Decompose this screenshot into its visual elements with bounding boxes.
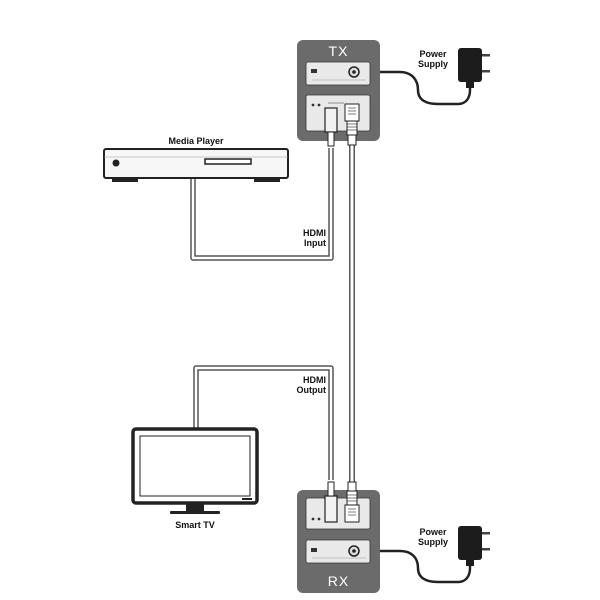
rx-label: RX [328,573,349,589]
hdmi-output-label-1: HDMI [303,375,326,385]
rx-front-panel [305,497,371,530]
power-cable-top [368,70,472,106]
power-adapter-top-icon [458,48,490,88]
power-adapter-bottom-icon [458,526,490,566]
hdmi-output-cable [193,365,334,480]
tx-rear-panel [305,61,371,86]
power-supply-top-label-1: Power [419,49,447,59]
tx-rj45-connector [344,103,360,122]
power-supply-bottom-label-2: Supply [418,537,448,547]
rx-unit: RX [297,481,380,593]
smart-tv-icon [131,427,259,514]
tx-label: TX [329,43,349,59]
tx-unit: TX [297,40,380,147]
power-supply-top-label-2: Supply [418,59,448,69]
power-cable-bottom [368,549,472,584]
power-supply-bottom-label-1: Power [419,527,447,537]
hdmi-input-cable [190,148,334,261]
tx-front-panel [305,94,371,132]
tx-hdmi-connector [324,107,338,133]
media-player-label: Media Player [168,136,224,146]
smart-tv-label: Smart TV [175,520,215,530]
hdmi-output-label-2: Output [297,385,327,395]
rx-hdmi-connector [324,495,338,523]
rx-rj45-connector [344,504,360,523]
hdmi-input-label-1: HDMI [303,228,326,238]
media-player-icon [103,148,289,182]
hdmi-input-label-2: Input [304,238,326,248]
